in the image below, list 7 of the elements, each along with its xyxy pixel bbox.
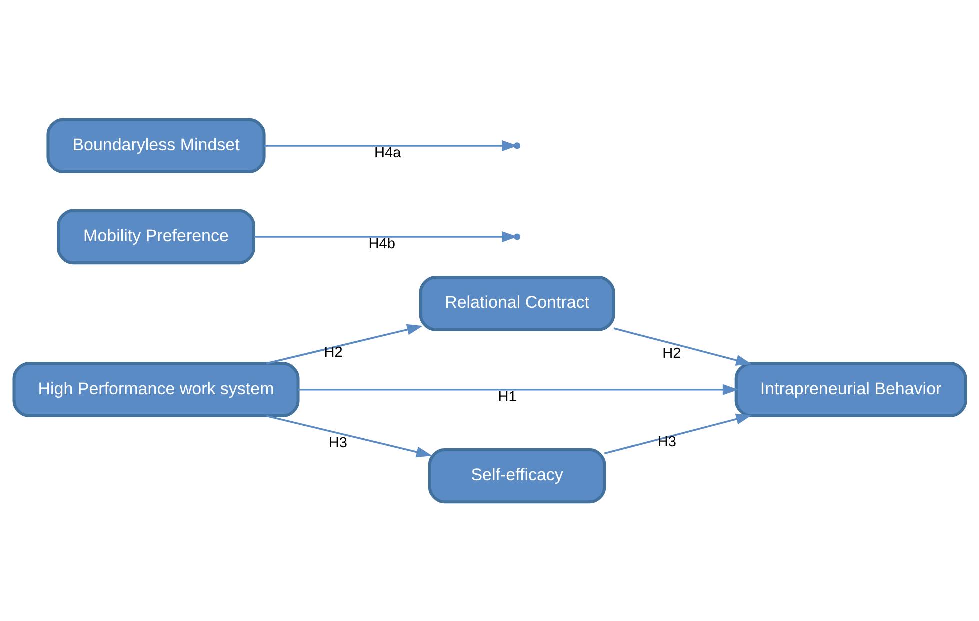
edge-label: H3: [328, 434, 347, 451]
edge-label: H2: [324, 344, 342, 360]
edge-label: H4a: [374, 145, 401, 162]
edge-label: H3: [657, 434, 676, 450]
edge-label: H2: [662, 345, 681, 362]
edge-label: H4b: [368, 236, 395, 252]
edge-label: H1: [498, 389, 516, 406]
